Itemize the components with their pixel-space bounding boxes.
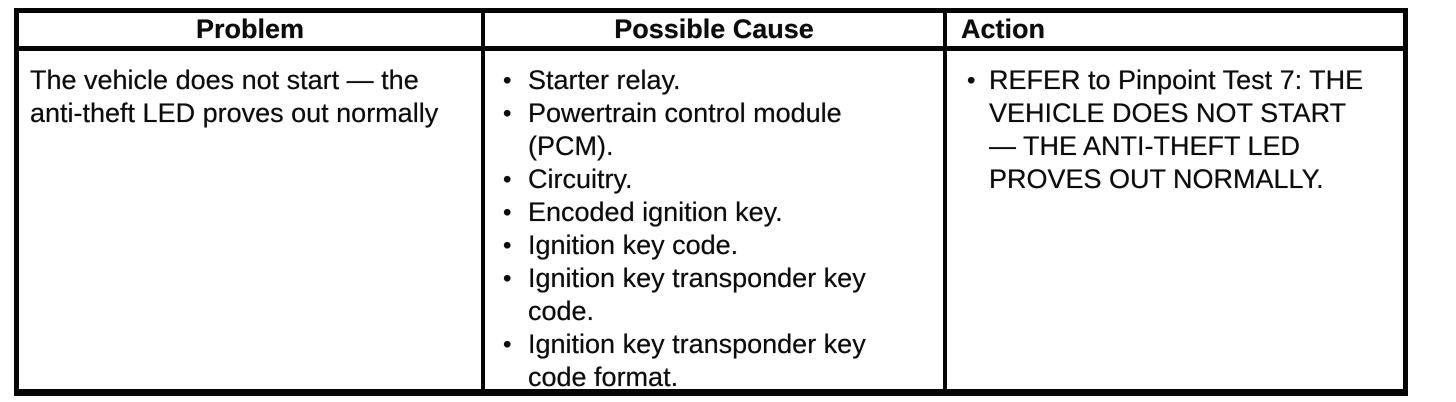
bullet-icon: • bbox=[503, 166, 512, 193]
cause-list: • Starter relay. • Powertrain control mo… bbox=[485, 64, 943, 389]
list-item: • Ignition key transponder key code form… bbox=[485, 328, 943, 389]
cause-text: Powertrain control module (PCM). bbox=[528, 98, 842, 161]
diagnostic-table: Problem Possible Cause Action The vehicl… bbox=[14, 8, 1408, 396]
list-item: • Circuitry. bbox=[485, 163, 943, 196]
header-problem-label: Problem bbox=[195, 14, 305, 44]
action-list: • REFER to Pinpoint Test 7: THE VEHICLE … bbox=[947, 64, 1403, 196]
header-possible-cause: Possible Cause bbox=[485, 13, 947, 51]
header-action-label: Action bbox=[961, 14, 1045, 44]
list-item: • Powertrain control module (PCM). bbox=[485, 97, 943, 163]
list-item: • REFER to Pinpoint Test 7: THE VEHICLE … bbox=[947, 64, 1403, 196]
cause-text: Ignition key code. bbox=[528, 230, 739, 260]
bullet-icon: • bbox=[503, 265, 512, 292]
list-item: • Starter relay. bbox=[485, 64, 943, 97]
header-problem: Problem bbox=[19, 13, 485, 51]
action-text: REFER to Pinpoint Test 7: THE VEHICLE DO… bbox=[989, 65, 1364, 194]
possible-cause-cell: • Starter relay. • Powertrain control mo… bbox=[485, 51, 947, 389]
bullet-icon: • bbox=[967, 67, 976, 94]
list-item: • Ignition key code. bbox=[485, 229, 943, 262]
bullet-icon: • bbox=[503, 67, 512, 94]
cause-text: Ignition key transponder key code. bbox=[528, 263, 866, 326]
problem-cell: The vehicle does not start — the anti-th… bbox=[19, 51, 485, 389]
list-item: • Encoded ignition key. bbox=[485, 196, 943, 229]
list-item: • Ignition key transponder key code. bbox=[485, 262, 943, 328]
bullet-icon: • bbox=[503, 100, 512, 127]
bullet-icon: • bbox=[503, 331, 512, 358]
cause-text: Circuitry. bbox=[528, 164, 633, 194]
cause-text: Starter relay. bbox=[528, 65, 681, 95]
bullet-icon: • bbox=[503, 199, 512, 226]
cause-text: Ignition key transponder key code format… bbox=[528, 329, 866, 389]
header-possible-cause-label: Possible Cause bbox=[614, 14, 814, 44]
bullet-icon: • bbox=[503, 232, 512, 259]
problem-text: The vehicle does not start — the anti-th… bbox=[30, 65, 439, 128]
action-cell: • REFER to Pinpoint Test 7: THE VEHICLE … bbox=[947, 51, 1403, 389]
cause-text: Encoded ignition key. bbox=[528, 197, 783, 227]
header-action: Action bbox=[947, 13, 1403, 51]
